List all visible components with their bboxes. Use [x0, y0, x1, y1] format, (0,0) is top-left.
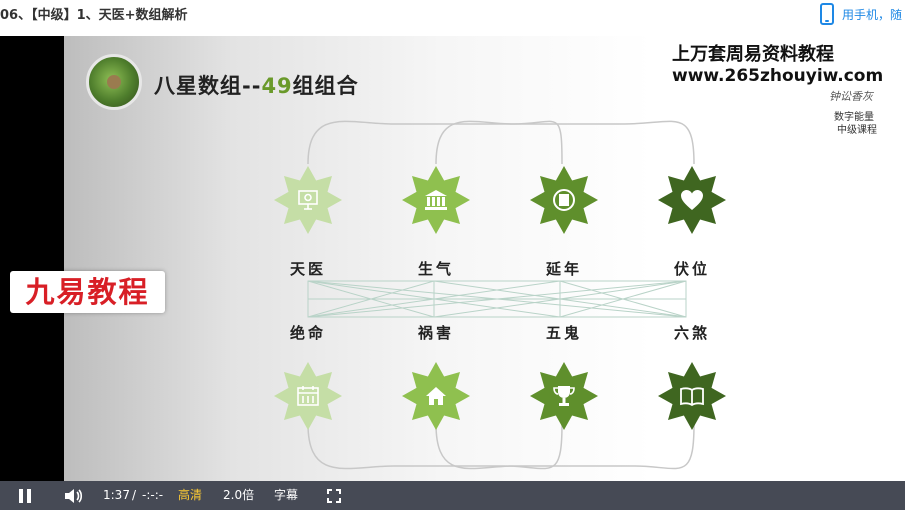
- heart-icon: [658, 166, 726, 234]
- calendar-icon: [274, 362, 342, 430]
- watermark-url: www.265zhouyiw.com: [672, 66, 884, 86]
- page-header: 06、【中级】1、天医+数组解析 用手机，随: [0, 0, 905, 30]
- slide-title-suffix: 组组合: [292, 74, 359, 98]
- subtitle-button[interactable]: 字幕: [274, 488, 299, 502]
- top-arc-2: [435, 120, 695, 165]
- fullscreen-icon: [327, 489, 341, 503]
- bottom-arc-2: [435, 423, 695, 470]
- star-huohai: [402, 362, 470, 430]
- label-yannian: 延年: [545, 260, 582, 278]
- quality-button[interactable]: 高清: [178, 488, 203, 502]
- star-shengqi: [402, 166, 470, 234]
- home-icon: [402, 362, 470, 430]
- label-fuwei: 伏位: [673, 260, 710, 278]
- trophy-icon: [530, 362, 598, 430]
- presentation-icon: [274, 166, 342, 234]
- video-player[interactable]: 八星数组--49组组合 上万套周易资料教程 www.265zhouyiw.com…: [0, 36, 905, 481]
- top-arc-1: [307, 120, 563, 165]
- star-shape: [402, 166, 470, 234]
- watch-on-mobile-label: 用手机，随: [842, 7, 903, 22]
- star-fuwei: [658, 166, 726, 234]
- label-huohai: 祸害: [417, 324, 454, 342]
- label-wugui: 五鬼: [545, 324, 582, 342]
- label-liusha: 六煞: [673, 324, 710, 342]
- label-shengqi: 生气: [417, 260, 454, 278]
- slide-title-prefix: 八星数组--: [154, 74, 262, 98]
- video-title: 06、【中级】1、天医+数组解析: [0, 8, 188, 23]
- time-current: 1:37: [103, 488, 130, 502]
- volume-icon: [65, 489, 83, 503]
- jiuyi-overlay-badge: 九易教程: [10, 271, 165, 313]
- pause-button[interactable]: [18, 481, 34, 510]
- star-fill: [402, 166, 470, 234]
- star-yannian: [530, 166, 598, 234]
- pause-icon: [19, 489, 31, 503]
- course-line-1: 数字能量: [834, 112, 874, 123]
- time-separator: /: [132, 488, 137, 502]
- star-jueming: [274, 362, 342, 430]
- connection-diagram: [307, 120, 695, 470]
- star-liusha: [658, 362, 726, 430]
- slide-title: 八星数组--49组组合: [154, 70, 359, 100]
- jiuyi-overlay-text: 九易教程: [25, 275, 150, 309]
- volume-button[interactable]: [64, 481, 84, 510]
- bank-icon: [402, 166, 470, 234]
- trash-icon: [530, 166, 598, 234]
- signature: 钟讼香灰: [829, 90, 873, 103]
- star-wugui: [530, 362, 598, 430]
- book-icon: [658, 362, 726, 430]
- speed-button[interactable]: 2.0倍: [223, 488, 255, 502]
- slide-frame: 八星数组--49组组合 上万套周易资料教程 www.265zhouyiw.com…: [64, 36, 905, 481]
- star-tianyi: [274, 166, 342, 234]
- slide-title-highlight: 49: [261, 74, 293, 98]
- player-controls: 1:37 / -:-:- 高清 2.0倍 字幕: [0, 481, 905, 510]
- bottom-arc-1: [307, 423, 563, 470]
- watermark-title: 上万套周易资料教程: [672, 44, 834, 65]
- time-total: -:-:-: [142, 488, 164, 502]
- mobile-phone-icon: [820, 3, 834, 25]
- watch-on-mobile[interactable]: 用手机，随: [820, 3, 902, 25]
- course-line-2: 中级课程: [837, 125, 877, 136]
- fullscreen-button[interactable]: [327, 481, 343, 510]
- label-jueming: 绝命: [289, 324, 326, 342]
- plant-logo: [86, 54, 142, 110]
- label-tianyi: 天医: [289, 260, 326, 278]
